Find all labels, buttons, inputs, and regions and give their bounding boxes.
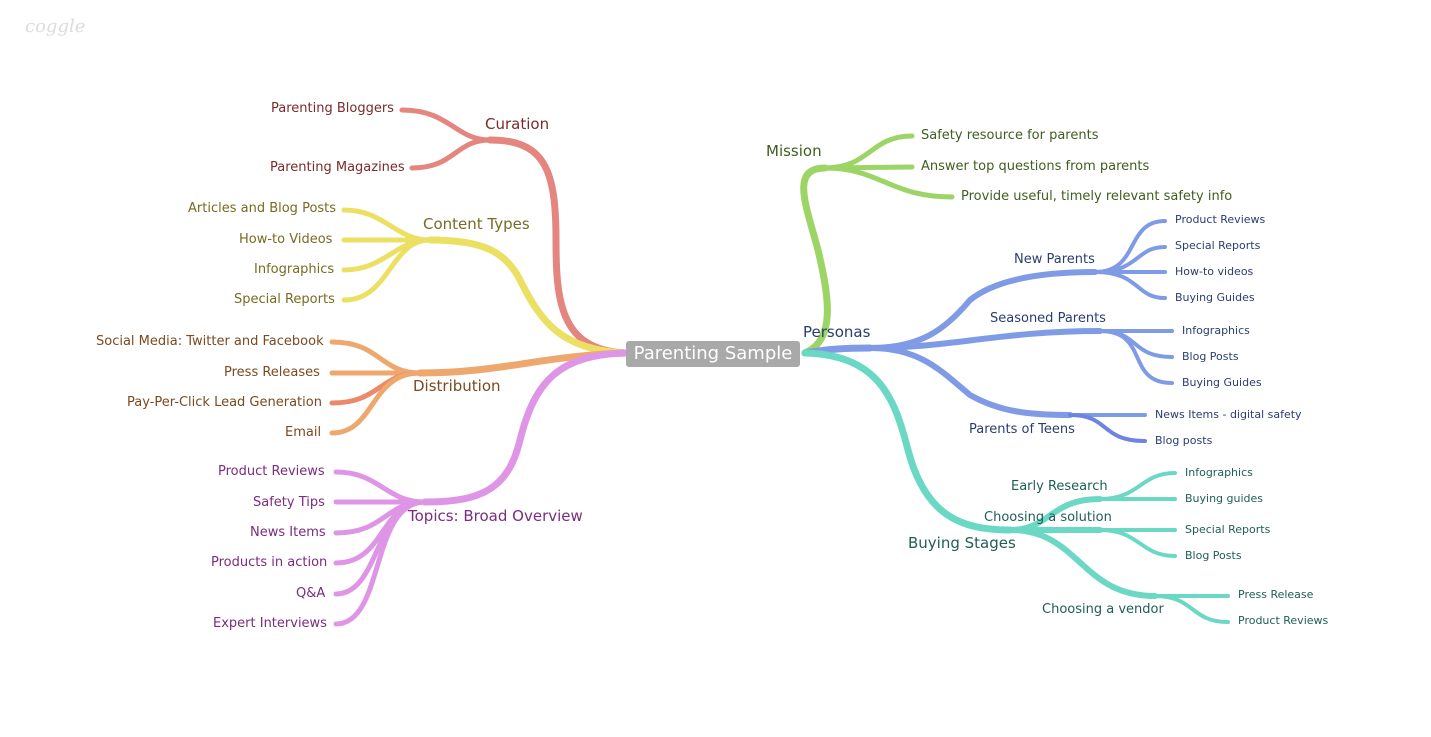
link-expert-interviews (333, 499, 428, 627)
link-sp-buying-guides (1098, 329, 1174, 385)
link-parents-of-teens (867, 345, 1073, 418)
node-choosing-vendor[interactable]: Choosing a vendor (1042, 602, 1164, 617)
node-sp-blog-posts[interactable]: Blog Posts (1182, 350, 1239, 363)
node-curation[interactable]: Curation (485, 115, 550, 133)
node-np-howto-videos[interactable]: How-to videos (1175, 265, 1254, 278)
node-product-reviews[interactable]: Product Reviews (218, 464, 325, 479)
node-cs-blog-posts[interactable]: Blog Posts (1185, 549, 1242, 562)
node-parenting-magazines[interactable]: Parenting Magazines (270, 160, 405, 175)
node-safety-resource[interactable]: Safety resource for parents (921, 128, 1099, 143)
node-expert-interviews[interactable]: Expert Interviews (213, 616, 327, 631)
link-product-reviews (333, 469, 428, 505)
root-node[interactable]: Parenting Sample (626, 341, 800, 367)
node-articles[interactable]: Articles and Blog Posts (188, 201, 337, 216)
node-special-reports[interactable]: Special Reports (234, 292, 335, 307)
node-howto-videos[interactable]: How-to Videos (239, 232, 333, 247)
branch-buying-stages (801, 349, 1014, 534)
node-press-releases[interactable]: Press Releases (224, 365, 320, 380)
link-safety-resource (822, 133, 915, 171)
node-pt-blog-posts[interactable]: Blog posts (1155, 434, 1213, 447)
node-parenting-bloggers[interactable]: Parenting Bloggers (271, 101, 394, 116)
node-cs-special-reports[interactable]: Special Reports (1185, 523, 1271, 536)
link-email (329, 370, 423, 436)
node-new-parents[interactable]: New Parents (1014, 252, 1095, 267)
link-cv-product-reviews (1153, 594, 1230, 624)
node-answer-top[interactable]: Answer top questions from parents (921, 159, 1150, 174)
link-articles (341, 207, 433, 243)
node-mission[interactable]: Mission (766, 142, 822, 160)
node-personas[interactable]: Personas (803, 323, 871, 341)
node-cv-product-reviews[interactable]: Product Reviews (1238, 614, 1329, 627)
node-np-product-reviews[interactable]: Product Reviews (1175, 213, 1266, 226)
link-er-infographics (1098, 471, 1177, 501)
node-choosing-solution[interactable]: Choosing a solution (984, 510, 1112, 525)
node-topics[interactable]: Topics: Broad Overview (408, 507, 583, 525)
node-distribution[interactable]: Distribution (413, 377, 501, 395)
node-email[interactable]: Email (285, 425, 322, 440)
node-cv-press-release[interactable]: Press Release (1238, 588, 1314, 601)
node-np-buying-guides[interactable]: Buying Guides (1175, 291, 1255, 304)
link-cs-blog-posts (1098, 528, 1177, 558)
link-pt-blog (1068, 413, 1147, 443)
node-provide-useful[interactable]: Provide useful, timely relevant safety i… (961, 189, 1233, 204)
branch-curation (486, 136, 629, 357)
branch-content-types (426, 236, 629, 357)
link-parenting-bloggers (399, 107, 493, 143)
link-parenting-magazines (409, 137, 493, 171)
node-news-items[interactable]: News Items (250, 525, 326, 540)
node-parents-of-teens[interactable]: Parents of Teens (969, 422, 1075, 437)
node-social-media[interactable]: Social Media: Twitter and Facebook (96, 334, 324, 349)
link-social (329, 339, 423, 376)
link-provide-useful (822, 165, 955, 200)
node-buying-stages[interactable]: Buying Stages (908, 534, 1016, 552)
coggle-logo: coggle (25, 16, 86, 37)
node-seasoned-parents[interactable]: Seasoned Parents (990, 311, 1106, 326)
node-np-special-reports[interactable]: Special Reports (1175, 239, 1261, 252)
branch-topics (421, 349, 629, 506)
node-safety-tips[interactable]: Safety Tips (253, 495, 325, 510)
link-new-parents (867, 269, 1098, 351)
node-products-in-action[interactable]: Products in action (211, 555, 328, 570)
node-sp-buying-guides[interactable]: Buying Guides (1182, 376, 1262, 389)
link-seasoned-parents (867, 328, 1103, 351)
branch-mission (800, 164, 831, 357)
node-er-buying-guides[interactable]: Buying guides (1185, 492, 1264, 505)
link-np-buying-guides (1093, 270, 1167, 300)
node-sp-infographics[interactable]: Infographics (1182, 324, 1250, 337)
node-er-infographics[interactable]: Infographics (1185, 466, 1253, 479)
link-choosing-vendor (1007, 527, 1158, 599)
link-special-reports (341, 237, 433, 303)
node-ppc[interactable]: Pay-Per-Click Lead Generation (127, 395, 322, 410)
node-early-research[interactable]: Early Research (1011, 479, 1108, 494)
node-qa[interactable]: Q&A (296, 586, 326, 601)
node-content-types[interactable]: Content Types (423, 215, 530, 233)
node-pt-news-items[interactable]: News Items - digital safety (1155, 408, 1302, 421)
node-infographics[interactable]: Infographics (254, 262, 335, 277)
